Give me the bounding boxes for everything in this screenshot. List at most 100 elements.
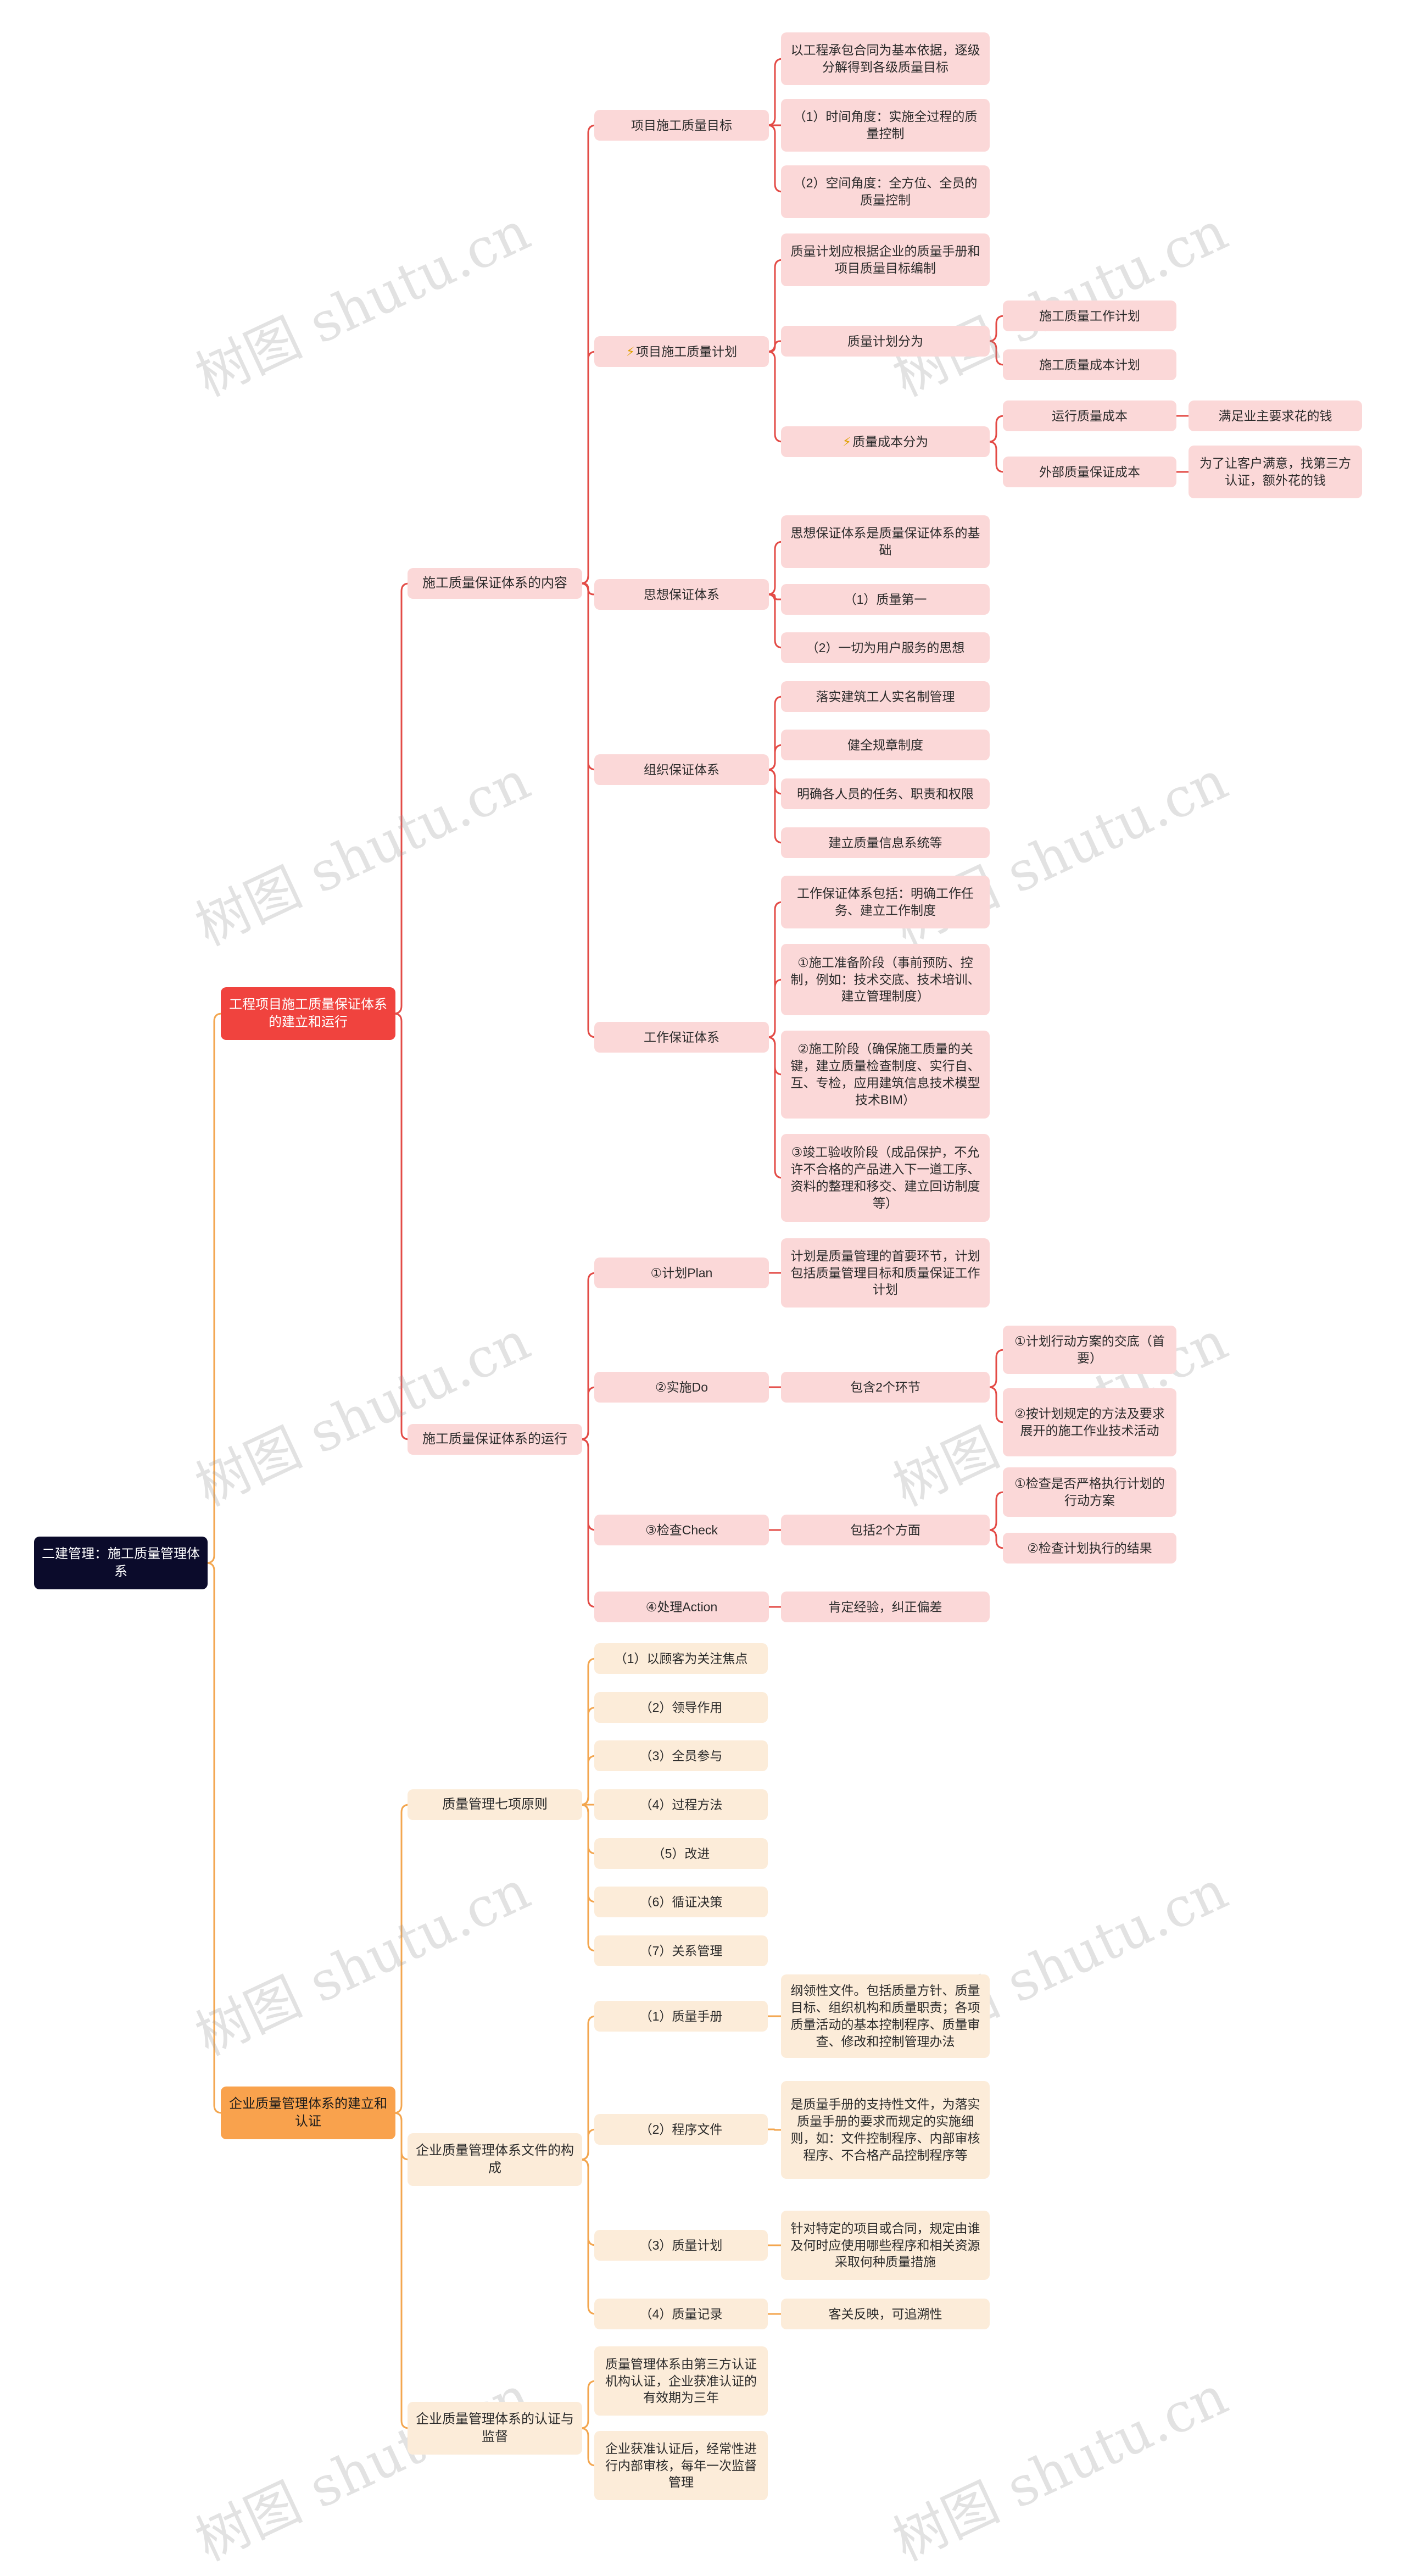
topic-node-quality-goal[interactable]: 项目施工质量目标	[594, 110, 769, 141]
leaf-node: ①检查是否严格执行计划的行动方案	[1003, 1467, 1176, 1517]
leaf-node: （1）质量第一	[781, 584, 990, 615]
topic-node-do-desc[interactable]: 包含2个环节	[781, 1372, 990, 1403]
connector-line	[393, 1804, 410, 2114]
topic-node-check[interactable]: ③检查Check	[594, 1515, 769, 1545]
connector-line	[988, 1529, 1005, 1549]
leaf-node: 思想保证体系是质量保证体系的基础	[781, 515, 990, 568]
category-node-content[interactable]: 施工质量保证体系的内容	[408, 568, 582, 599]
topic-node-doc[interactable]: （4）质量记录	[594, 2299, 768, 2329]
connector-line	[767, 744, 783, 771]
leaf-node: 健全规章制度	[781, 730, 990, 760]
category-node-documents[interactable]: 企业质量管理体系文件的构成	[408, 2133, 582, 2186]
leaf-node: ②检查计划执行的结果	[1003, 1533, 1176, 1564]
topic-node-thought[interactable]: 思想保证体系	[594, 579, 769, 610]
leaf-node: 客关反映，可追溯性	[781, 2299, 990, 2329]
connector-line	[580, 2380, 596, 2429]
topic-node-doc[interactable]: （3）质量计划	[594, 2230, 768, 2261]
leaf-node: 肯定经验，纠正偏差	[781, 1592, 990, 1622]
connector-line	[580, 1755, 596, 1806]
leaf-node: ①施工准备阶段（事前预防、控制，例如：技术交底、技术培训、建立管理制度）	[781, 944, 990, 1015]
connector-line	[580, 1438, 596, 1608]
topic-node-plan[interactable]: ①计划Plan	[594, 1258, 769, 1288]
leaf-node: 纲领性文件。包括质量方针、质量目标、组织机构和质量职责；各项质量活动的基本控制程…	[781, 1974, 990, 2058]
leaf-node: ②施工阶段（确保施工质量的关键，建立质量检查制度、实行自、互、专检，应用建筑信息…	[781, 1031, 990, 1119]
connector-line	[393, 2112, 410, 2429]
category-node-certification[interactable]: 企业质量管理体系的认证与监督	[408, 2402, 582, 2455]
leaf-node: ③竣工验收阶段（成品保护，不允许不合格的产品进入下一道工序、资料的整理和移交、建…	[781, 1134, 990, 1222]
connector-line	[393, 1012, 410, 1440]
leaf-node: （7）关系管理	[594, 1935, 768, 1966]
topic-node-organization[interactable]: 组织保证体系	[594, 754, 769, 785]
connector-line	[988, 1349, 1005, 1388]
leaf-node: （3）全员参与	[594, 1740, 768, 1771]
connector-line	[988, 1491, 1005, 1531]
leaf-node: 质量管理体系由第三方认证机构认证，企业获准认证的有效期为三年	[594, 2346, 768, 2416]
leaf-node: （1）时间角度：实施全过程的质量控制	[781, 99, 990, 152]
leaf-node: （6）循证决策	[594, 1887, 768, 1917]
connector-line	[206, 1012, 222, 1564]
lightning-icon: ⚡	[842, 434, 852, 449]
connector-line	[767, 978, 783, 1038]
category-node-operation[interactable]: 施工质量保证体系的运行	[408, 1424, 582, 1455]
leaf-node: （5）改进	[594, 1838, 768, 1869]
connector-line	[767, 1036, 783, 1179]
leaf-node: 施工质量成本计划	[1003, 349, 1176, 380]
connector-line	[580, 2158, 596, 2315]
leaf-node: 计划是质量管理的首要环节，计划包括质量管理目标和质量保证工作计划	[781, 1238, 990, 1308]
connector-line	[768, 2128, 781, 2131]
leaf-node: 为了让客户满意，找第三方认证，额外花的钱	[1189, 446, 1362, 498]
topic-node-doc[interactable]: （1）质量手册	[594, 2001, 768, 2032]
topic-node-quality-cost[interactable]: ⚡质量成本分为	[781, 426, 990, 457]
topic-node-quality-plan[interactable]: ⚡项目施工质量计划	[594, 336, 769, 367]
topic-node-plan-split[interactable]: 质量计划分为	[781, 326, 990, 357]
connector-line	[580, 2427, 596, 2467]
connector-line	[988, 415, 1005, 443]
leaf-node: 质量计划应根据企业的质量手册和项目质量目标编制	[781, 233, 990, 286]
connector-line	[767, 124, 783, 193]
connector-line	[580, 350, 596, 585]
topic-node-external-cost[interactable]: 外部质量保证成本	[1003, 457, 1176, 487]
leaf-node: （2）一切为用户服务的思想	[781, 632, 990, 663]
leaf-node: （1）以顾客为关注焦点	[594, 1643, 768, 1674]
connector-line	[767, 593, 783, 649]
topic-node-run-cost[interactable]: 运行质量成本	[1003, 400, 1176, 431]
topic-node-work[interactable]: 工作保证体系	[594, 1022, 769, 1053]
connector-line	[988, 315, 1005, 342]
connector-line	[769, 340, 781, 353]
connector-line	[580, 582, 596, 1038]
leaf-node: 是质量手册的支持性文件，为落实质量手册的要求而规定的实施细则，如：文件控制程序、…	[781, 2081, 990, 2179]
leaf-node: 明确各人员的任务、职责和权限	[781, 778, 990, 809]
connector-line	[580, 1804, 596, 1952]
connector-line	[988, 1386, 1005, 1423]
leaf-node: （4）过程方法	[594, 1789, 768, 1820]
leaf-node: （2）领导作用	[594, 1692, 768, 1723]
connector-line	[580, 1386, 596, 1440]
category-node-principles[interactable]: 质量管理七项原则	[408, 1789, 582, 1820]
topic-node-doc[interactable]: （2）程序文件	[594, 2114, 768, 2145]
connector-line	[767, 259, 783, 353]
leaf-node: 施工质量工作计划	[1003, 301, 1176, 331]
connector-line	[580, 2128, 596, 2161]
branch-node-quality-assurance[interactable]: 工程项目施工质量保证体系的建立和运行	[221, 987, 395, 1040]
leaf-node: 满足业主要求花的钱	[1189, 400, 1362, 431]
connector-line	[988, 340, 1005, 366]
connector-line	[769, 593, 781, 600]
topic-node-action[interactable]: ④处理Action	[594, 1592, 769, 1622]
connector-line	[988, 441, 1005, 473]
connector-line	[767, 350, 783, 443]
branch-node-enterprise-qms[interactable]: 企业质量管理体系的建立和认证	[221, 2087, 395, 2139]
leaf-node: 建立质量信息系统等	[781, 827, 990, 858]
connector-line	[767, 58, 783, 126]
leaf-node: 以工程承包合同为基本依据，逐级分解得到各级质量目标	[781, 32, 990, 85]
leaf-node: 针对特定的项目或合同，规定由谁及何时应使用哪些程序和相关资源采取何种质量措施	[781, 2211, 990, 2280]
root-node[interactable]: 二建管理：施工质量管理体系	[34, 1537, 208, 1589]
leaf-node: 工作保证体系包括：明确工作任务、建立工作制度	[781, 876, 990, 928]
topic-node-check-desc[interactable]: 包括2个方面	[781, 1515, 990, 1545]
topic-node-do[interactable]: ②实施Do	[594, 1372, 769, 1403]
connector-line	[767, 541, 783, 596]
leaf-node: 落实建筑工人实名制管理	[781, 681, 990, 712]
connector-line	[767, 769, 783, 844]
connector-line	[206, 1562, 222, 2114]
